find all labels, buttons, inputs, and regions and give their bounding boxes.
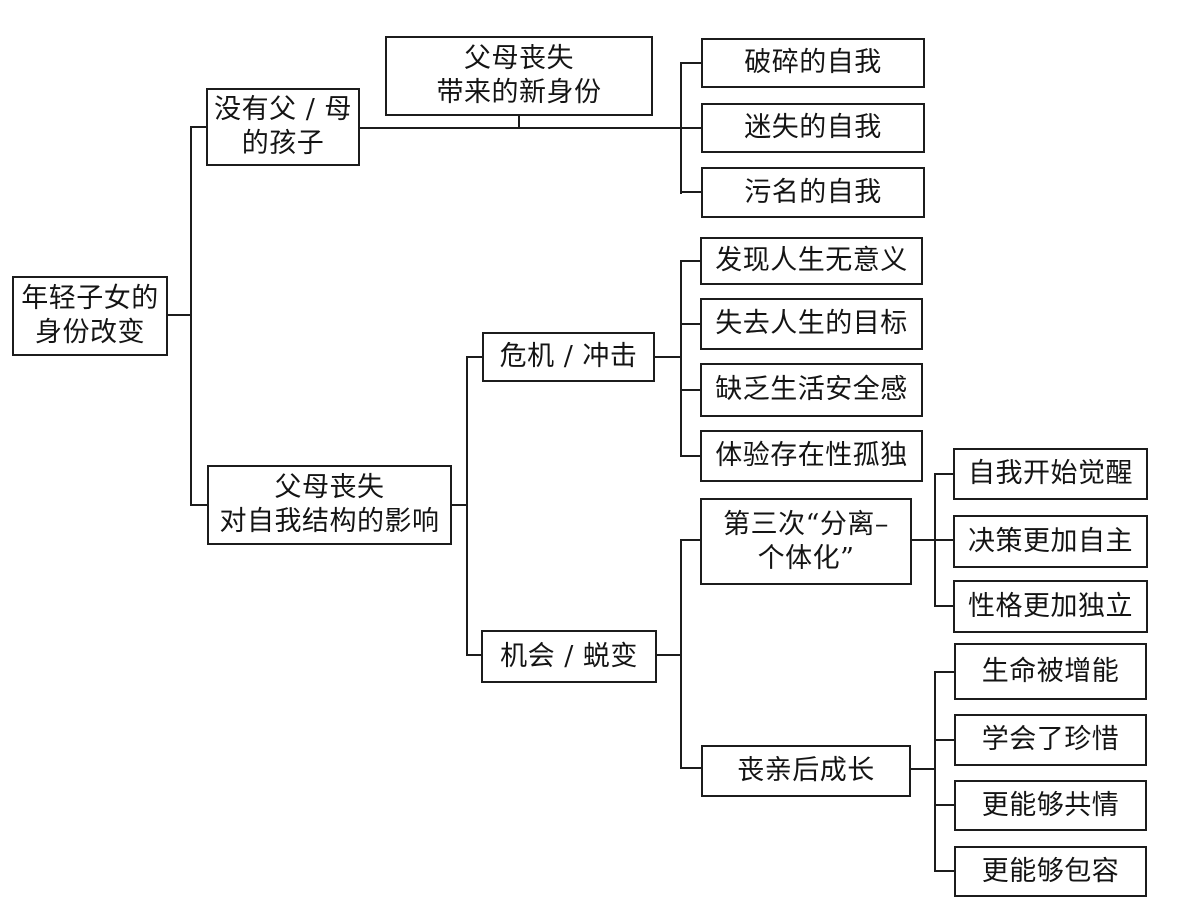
node-stigma-self: 污名的自我 [701,167,925,218]
node-insecurity: 缺乏生活安全感 [700,363,923,417]
connector-opportunity-stub [657,654,682,656]
node-existential-loneliness: 体验存在性孤独 [700,430,923,482]
connector-to-post-bereavement-growth [680,767,701,769]
connector-to-lost-goal [680,323,700,325]
node-post-bereavement-growth: 丧亲后成长 [701,745,911,797]
connector-crisis-stub [655,356,682,358]
node-opportunity: 机会 / 蜕变 [481,630,657,683]
node-broken-self: 破碎的自我 [701,38,925,88]
node-self-awakening: 自我开始觉醒 [953,448,1148,500]
node-more-empathy: 更能够共情 [954,780,1147,831]
connector-crisis-vertical [680,260,682,457]
connector-to-life-empowered [934,671,954,673]
connector-separation-stub [910,539,935,541]
connector-to-self-awakening [934,473,953,475]
node-lost-self: 迷失的自我 [701,103,925,153]
node-meaningless-life: 发现人生无意义 [700,237,923,285]
connector-new-identity-riser [518,116,520,129]
connector-root-stub [168,314,192,316]
connector-to-independent-personality [934,605,953,607]
connector-to-insecurity [680,389,700,391]
node-root: 年轻子女的 身份改变 [12,276,168,356]
node-new-identity: 父母丧失 带来的新身份 [385,36,653,116]
connector-impact-vertical [466,356,468,656]
connector-opportunity-vertical [680,539,682,769]
connector-growth-vertical [934,671,936,872]
connector-to-impact-self-structure [190,504,208,506]
connector-to-more-tolerance [934,870,954,872]
connector-to-opportunity [466,654,481,656]
connector-to-separation-individuation [680,539,700,541]
connector-impact-stub [452,504,468,506]
connector-to-broken-self [680,62,701,64]
node-autonomous-decision: 决策更加自主 [953,515,1148,568]
node-lost-goal: 失去人生的目标 [700,298,923,350]
connector-to-more-empathy [934,804,954,806]
connector-growth-stub [911,768,935,770]
connector-top-trunk [360,127,682,129]
connector-to-lost-self [680,127,701,129]
node-more-tolerance: 更能够包容 [954,846,1147,897]
connector-to-learned-cherish [934,739,954,741]
node-impact-self-structure: 父母丧失 对自我结构的影响 [207,465,452,545]
connector-to-no-parent-child [190,126,207,128]
node-separation-individuation: 第三次“分离– 个体化” [700,498,912,585]
node-independent-personality: 性格更加独立 [953,580,1148,633]
connector-to-existential-loneliness [680,455,700,457]
node-life-empowered: 生命被增能 [954,643,1147,700]
node-crisis: 危机 / 冲击 [482,332,655,382]
node-no-parent-child: 没有父 / 母 的孩子 [206,88,360,166]
connector-root-vertical [190,126,192,506]
connector-to-meaningless-life [680,260,700,262]
connector-to-crisis [466,356,482,358]
node-learned-cherish: 学会了珍惜 [954,714,1147,766]
connector-to-stigma-self [680,191,701,193]
connector-to-autonomous-decision [934,539,953,541]
